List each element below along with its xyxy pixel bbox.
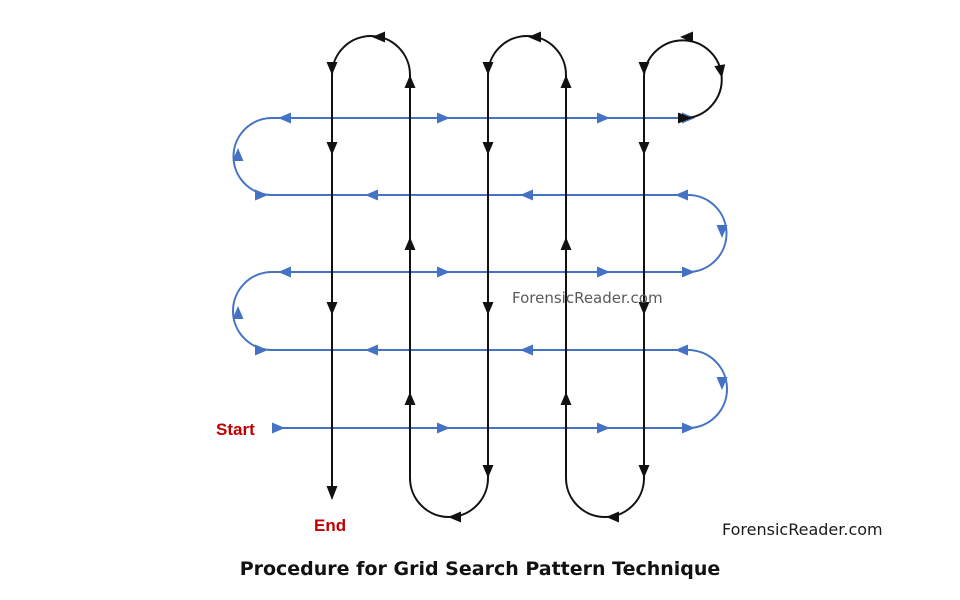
- direction-arrow-down: [482, 142, 494, 155]
- direction-arrow-up: [232, 148, 244, 161]
- direction-arrow-down: [716, 377, 728, 390]
- direction-arrow-left: [372, 31, 385, 43]
- turn-loop-right: [687, 349, 728, 429]
- direction-arrow-down: [482, 62, 494, 75]
- direction-arrow-up: [404, 392, 416, 405]
- direction-arrow-down: [716, 225, 728, 238]
- direction-arrow-left: [520, 189, 533, 201]
- direction-arrow-left: [365, 344, 378, 356]
- direction-arrow-up: [560, 392, 572, 405]
- direction-arrow-left: [675, 189, 688, 201]
- turn-loop-top: [331, 35, 411, 76]
- horizontal-sweep-path: [232, 112, 728, 434]
- direction-arrow-left: [675, 344, 688, 356]
- direction-arrow-right: [272, 422, 285, 434]
- direction-arrow-down: [482, 465, 494, 478]
- turn-loop-top-right: [643, 39, 723, 119]
- direction-arrow-right: [437, 266, 450, 278]
- turn-loop-right: [687, 194, 728, 273]
- turn-loop-bottom: [565, 477, 645, 518]
- direction-arrow-down: [638, 142, 650, 155]
- direction-arrow-left: [680, 31, 693, 43]
- vertical-sweep-path: [326, 31, 726, 523]
- direction-arrow-left: [528, 31, 541, 43]
- direction-arrow-down: [638, 62, 650, 75]
- turn-loop-bottom: [409, 477, 489, 518]
- end-label: End: [314, 516, 346, 535]
- direction-arrow-right: [678, 112, 692, 124]
- direction-arrow-right: [597, 422, 610, 434]
- credit-text: ForensicReader.com: [722, 520, 883, 539]
- direction-arrow-right: [255, 189, 268, 201]
- direction-arrow-left: [278, 266, 291, 278]
- direction-arrow-down: [482, 302, 494, 315]
- direction-arrow-down: [326, 142, 338, 155]
- direction-arrow-up: [232, 306, 244, 319]
- start-label: Start: [216, 420, 255, 439]
- direction-arrow-left: [520, 344, 533, 356]
- direction-arrow-down: [326, 302, 338, 315]
- direction-arrow-right: [255, 344, 268, 356]
- end-arrow-down: [326, 486, 338, 500]
- direction-arrow-down: [326, 62, 338, 75]
- direction-arrow-left: [278, 112, 291, 124]
- direction-arrow-left: [448, 511, 461, 523]
- direction-arrow-down: [638, 465, 650, 478]
- direction-arrow-up: [560, 75, 572, 88]
- direction-arrow-right: [682, 266, 695, 278]
- direction-arrow-right: [597, 112, 610, 124]
- direction-arrow-down: [714, 64, 726, 78]
- direction-arrow-down: [638, 302, 650, 315]
- direction-arrow-right: [597, 266, 610, 278]
- turn-loop-top: [487, 35, 567, 76]
- direction-arrow-left: [365, 189, 378, 201]
- watermark-text: ForensicReader.com: [512, 289, 663, 307]
- direction-arrow-right: [437, 422, 450, 434]
- direction-arrow-right: [437, 112, 450, 124]
- direction-arrow-right: [682, 422, 695, 434]
- direction-arrow-left: [606, 511, 619, 523]
- direction-arrow-up: [404, 237, 416, 250]
- direction-arrow-up: [560, 237, 572, 250]
- diagram-caption: Procedure for Grid Search Pattern Techni…: [240, 558, 721, 580]
- direction-arrow-up: [404, 75, 416, 88]
